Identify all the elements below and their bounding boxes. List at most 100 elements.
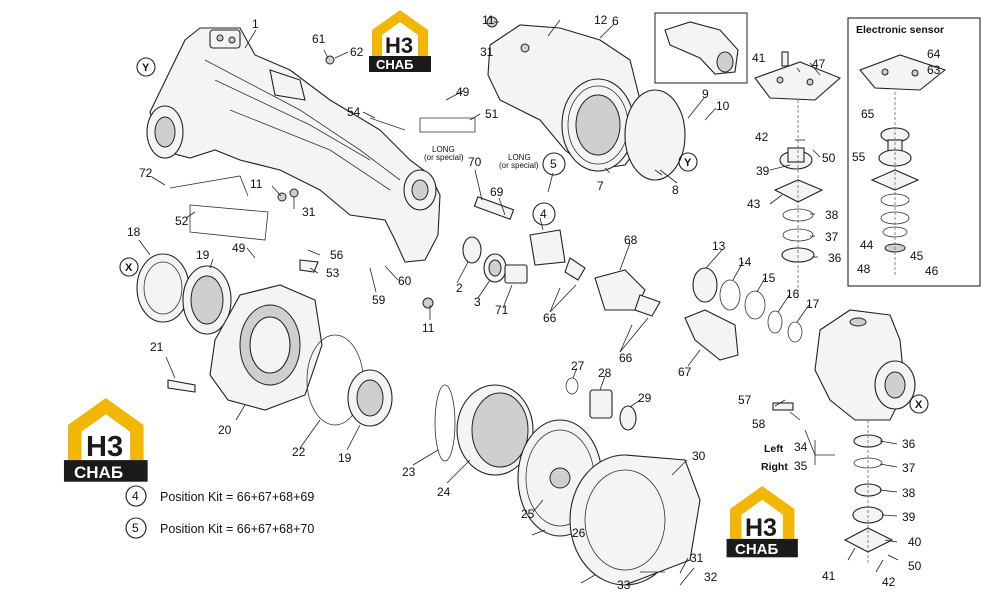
callout-53: 53 bbox=[326, 266, 340, 280]
marker-y-left-circle bbox=[136, 57, 156, 77]
marker-x-right-circle bbox=[909, 394, 929, 414]
callout-46: 46 bbox=[925, 264, 939, 278]
callout-24: 24 bbox=[437, 485, 451, 499]
callout-56: 56 bbox=[330, 248, 344, 262]
callout-33: 33 bbox=[617, 578, 631, 592]
callout-63: 63 bbox=[927, 63, 941, 77]
callout-13: 13 bbox=[712, 239, 726, 253]
callout-16: 16 bbox=[786, 287, 800, 301]
callout-71: 71 bbox=[495, 303, 509, 317]
marker-y-left: Y bbox=[142, 62, 150, 74]
callout-41-top: 41 bbox=[752, 51, 766, 65]
callout-61: 61 bbox=[312, 32, 326, 46]
note-long-a: LONG bbox=[432, 145, 455, 154]
note-special-b: (or special) bbox=[499, 161, 539, 170]
right-column-parts bbox=[754, 51, 842, 300]
callout-42-top: 42 bbox=[755, 130, 769, 144]
leader-lines bbox=[138, 19, 899, 586]
steering-knuckle bbox=[814, 309, 916, 421]
callout-3: 3 bbox=[474, 295, 481, 309]
callout-48: 48 bbox=[857, 262, 871, 276]
callout-4-circle bbox=[532, 202, 556, 226]
kit-5-text: Position Kit = 66+67+68+70 bbox=[160, 522, 314, 536]
marker-x-left: X bbox=[125, 262, 133, 274]
callout-43: 43 bbox=[747, 197, 761, 211]
callout-50-top: 50 bbox=[822, 151, 836, 165]
logo-top: H3 СНАБ bbox=[369, 10, 431, 72]
callout-39-top: 39 bbox=[756, 164, 770, 178]
callout-36-top: 36 bbox=[828, 251, 842, 265]
callout-30: 30 bbox=[692, 449, 706, 463]
callout-51: 51 bbox=[485, 107, 499, 121]
callout-38-top: 38 bbox=[825, 208, 839, 222]
callout-26: 26 bbox=[572, 526, 586, 540]
callout-32: 32 bbox=[704, 570, 718, 584]
callout-49-top: 49 bbox=[456, 85, 470, 99]
marker-y-right-circle bbox=[678, 152, 698, 172]
callout-22: 22 bbox=[292, 445, 306, 459]
marker-x-right: X bbox=[915, 399, 923, 411]
notes: LONG (or special) LONG (or special) Left… bbox=[424, 145, 788, 473]
sensor-box-title: Electronic sensor bbox=[856, 24, 944, 36]
callout-38-bottom: 38 bbox=[902, 486, 916, 500]
logo-top-letters: H3 bbox=[385, 33, 413, 58]
callout-12: 12 bbox=[594, 13, 608, 27]
callout-50-bottom: 50 bbox=[908, 559, 922, 573]
callout-7: 7 bbox=[597, 179, 604, 193]
callout-25: 25 bbox=[521, 507, 535, 521]
callout-20: 20 bbox=[218, 423, 232, 437]
callout-66-left: 66 bbox=[543, 311, 557, 325]
logo-left-letters: H3 bbox=[86, 431, 123, 463]
callout-42-bottom: 42 bbox=[882, 575, 896, 589]
callout-31-bottom: 31 bbox=[690, 551, 704, 565]
note-right: Right bbox=[761, 461, 788, 473]
kit-5-number: 5 bbox=[132, 521, 139, 535]
callout-8: 8 bbox=[672, 183, 679, 197]
kit-legend: 4 Position Kit = 66+67+68+69 5 Position … bbox=[125, 485, 314, 539]
logo-left-word: СНАБ bbox=[74, 463, 123, 482]
callout-31-top: 31 bbox=[480, 45, 494, 59]
callout-49-bottom: 49 bbox=[232, 241, 246, 255]
callout-1: 1 bbox=[252, 17, 259, 31]
callout-70: 70 bbox=[468, 155, 482, 169]
logo-bottom-word: СНАБ bbox=[735, 541, 778, 558]
callout-19-top: 19 bbox=[196, 248, 210, 262]
callout-28: 28 bbox=[598, 366, 612, 380]
callout-29: 29 bbox=[638, 391, 652, 405]
housing-inset bbox=[654, 12, 748, 84]
callout-64: 64 bbox=[927, 47, 941, 61]
logo-left: H3 СНАБ bbox=[63, 398, 148, 482]
axle-housing bbox=[146, 27, 441, 263]
marker-y-right: Y bbox=[684, 157, 692, 169]
electronic-sensor-box bbox=[847, 17, 981, 287]
callout-15: 15 bbox=[762, 271, 776, 285]
note-special-a: (or special) bbox=[424, 153, 464, 162]
callout-37-bottom: 37 bbox=[902, 461, 916, 475]
logo-bottom-letters: H3 bbox=[745, 514, 777, 542]
callout-4: 4 bbox=[540, 207, 547, 221]
callout-69: 69 bbox=[490, 185, 504, 199]
callout-18: 18 bbox=[127, 225, 141, 239]
note-long-b: LONG bbox=[508, 153, 531, 162]
callout-41-bottom: 41 bbox=[822, 569, 836, 583]
callout-68: 68 bbox=[624, 233, 638, 247]
lower-right-stack bbox=[843, 420, 894, 565]
kit-4-text: Position Kit = 66+67+68+69 bbox=[160, 490, 314, 504]
callout-11-mid: 11 bbox=[250, 177, 263, 191]
marker-x-left-circle bbox=[119, 257, 139, 277]
planet-carrier-cover bbox=[569, 454, 701, 586]
callout-14: 14 bbox=[738, 255, 752, 269]
logo-top-word: СНАБ bbox=[376, 57, 414, 72]
callout-44: 44 bbox=[860, 238, 874, 252]
wheel-hub-group bbox=[136, 253, 393, 427]
callout-47: 47 bbox=[812, 57, 826, 71]
callout-67: 67 bbox=[678, 365, 692, 379]
callout-58: 58 bbox=[752, 417, 766, 431]
callout-5: 5 bbox=[550, 157, 557, 171]
callout-52: 52 bbox=[175, 214, 189, 228]
callout-45: 45 bbox=[910, 249, 924, 263]
callout-6: 6 bbox=[612, 14, 619, 28]
callout-10: 10 bbox=[716, 99, 730, 113]
callout-37-top: 37 bbox=[825, 230, 839, 244]
